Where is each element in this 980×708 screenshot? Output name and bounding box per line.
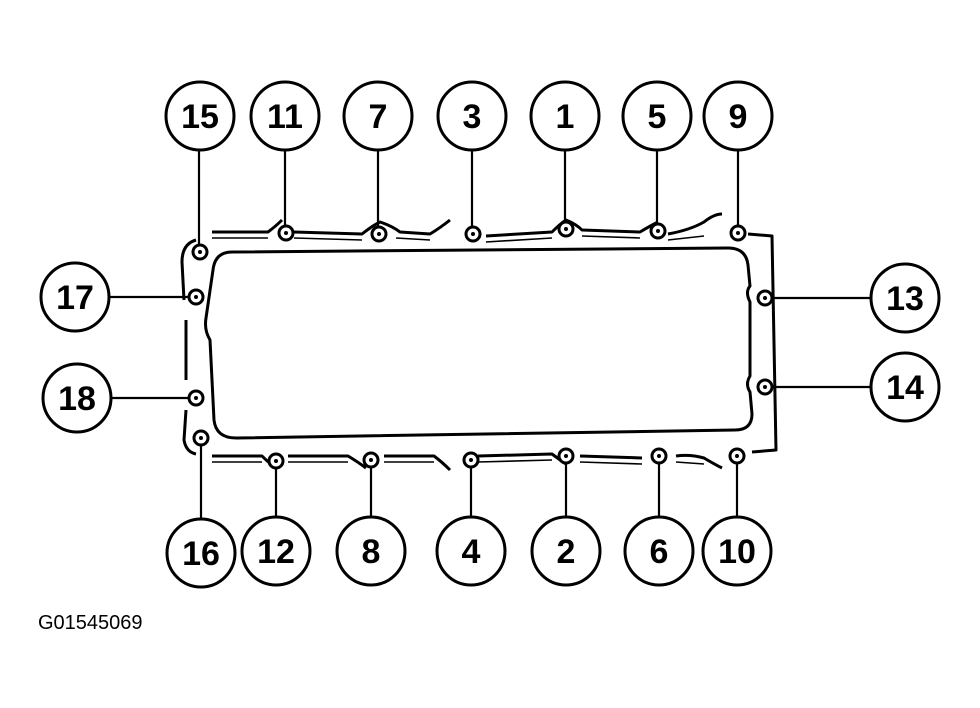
bolt-10 xyxy=(728,447,746,465)
bolt-16 xyxy=(192,429,210,447)
callout-8: 8 xyxy=(335,515,407,587)
callout-13: 13 xyxy=(869,262,941,334)
callout-18: 18 xyxy=(41,362,113,434)
callout-2: 2 xyxy=(530,515,602,587)
callout-label: 16 xyxy=(182,535,220,573)
callout-label: 12 xyxy=(257,533,295,571)
bolt-1 xyxy=(557,220,575,238)
bolt-13 xyxy=(756,289,774,307)
bolt-3 xyxy=(464,225,482,243)
callout-label: 4 xyxy=(462,533,481,571)
callout-14: 14 xyxy=(869,351,941,423)
callouts-bottom: 16 12 8 4 2 6 10 xyxy=(165,515,773,589)
callout-label: 11 xyxy=(267,98,303,136)
oil-pan-gasket xyxy=(180,212,778,472)
figure-id: G01545069 xyxy=(38,612,143,634)
bolt-11 xyxy=(277,224,295,242)
leader-lines xyxy=(108,150,872,520)
callout-label: 5 xyxy=(648,98,667,136)
callout-label: 3 xyxy=(463,98,482,136)
callout-11: 11 xyxy=(249,80,321,152)
callout-5: 5 xyxy=(621,80,693,152)
bolt-4 xyxy=(462,451,480,469)
bolt-8 xyxy=(362,451,380,469)
bolt-9 xyxy=(729,224,747,242)
callout-label: 13 xyxy=(886,280,924,318)
callout-17: 17 xyxy=(39,261,111,333)
bolt-14 xyxy=(756,378,774,396)
callout-7: 7 xyxy=(342,80,414,152)
callout-4: 4 xyxy=(435,515,507,587)
bolt-2 xyxy=(557,447,575,465)
callout-label: 8 xyxy=(362,533,381,571)
callout-label: 6 xyxy=(650,533,669,571)
callout-label: 9 xyxy=(729,98,748,136)
callout-9: 9 xyxy=(702,80,774,152)
callout-16: 16 xyxy=(165,517,237,589)
callout-1: 1 xyxy=(529,80,601,152)
bolt-18 xyxy=(187,389,205,407)
bolt-7 xyxy=(370,225,388,243)
callout-label: 18 xyxy=(58,380,96,418)
callout-15: 15 xyxy=(164,80,236,152)
bolts xyxy=(187,220,774,470)
callout-label: 7 xyxy=(369,98,388,136)
callout-label: 14 xyxy=(886,369,924,407)
callout-3: 3 xyxy=(436,80,508,152)
callout-label: 15 xyxy=(181,98,219,136)
callouts-left: 17 18 xyxy=(39,261,113,434)
callout-10: 10 xyxy=(701,515,773,587)
bolt-17 xyxy=(187,288,205,306)
callout-6: 6 xyxy=(623,515,695,587)
callout-12: 12 xyxy=(240,515,312,587)
bolt-6 xyxy=(650,447,668,465)
bolt-12 xyxy=(267,452,285,470)
callout-label: 2 xyxy=(557,533,576,571)
callout-label: 17 xyxy=(56,279,94,317)
callout-label: 10 xyxy=(718,533,756,571)
callouts-top: 15 11 7 3 1 5 9 xyxy=(164,80,774,152)
bolt-15 xyxy=(191,243,209,261)
callouts-right: 13 14 xyxy=(869,262,941,423)
callout-label: 1 xyxy=(556,98,575,136)
bolt-5 xyxy=(649,222,667,240)
